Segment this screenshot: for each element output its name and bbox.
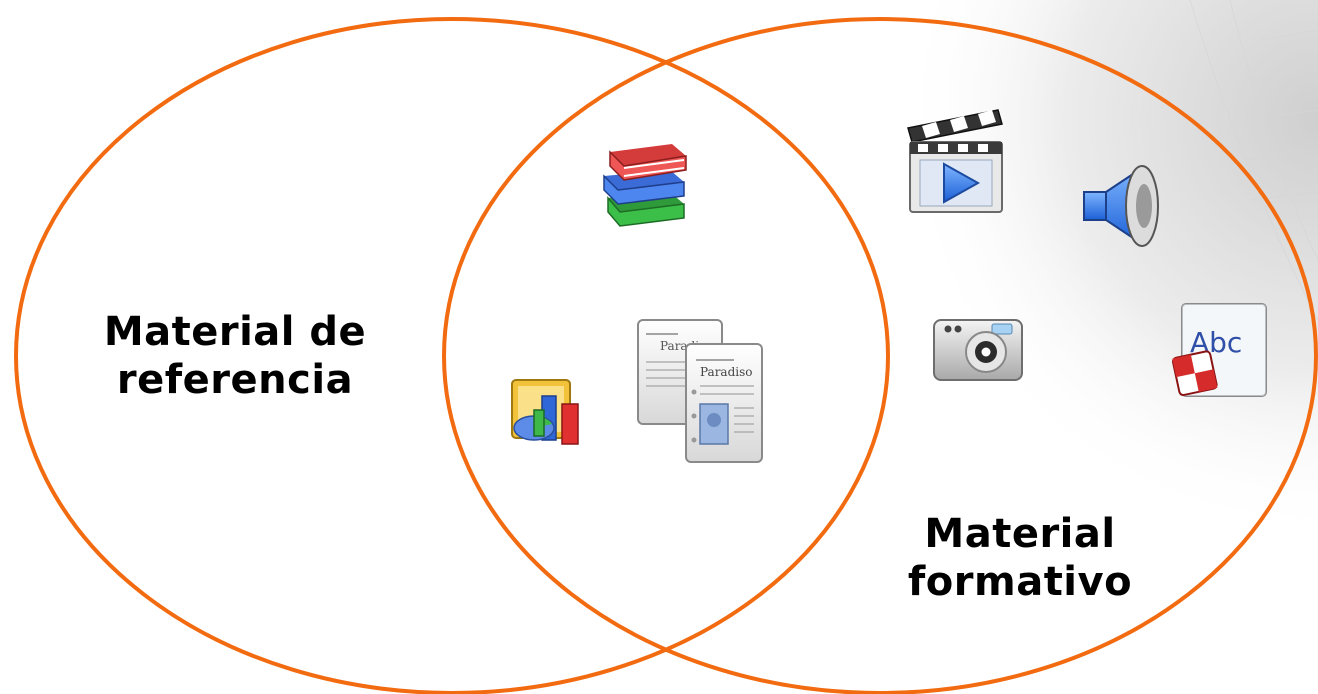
left-set-label: Material de referencia bbox=[70, 308, 400, 404]
documents-icon: Paradiso Paradiso bbox=[637, 319, 763, 463]
text-editor-icon: Abc bbox=[1172, 303, 1267, 397]
books-icon bbox=[603, 144, 687, 227]
right-set-label-line-1: Material bbox=[924, 511, 1116, 557]
left-set-circle bbox=[14, 17, 890, 694]
right-set-label-line-2: formativo bbox=[907, 559, 1133, 605]
left-set-label-line-1: Material de bbox=[103, 309, 367, 355]
right-set-label: Material formativo bbox=[860, 510, 1180, 606]
speaker-audio-icon bbox=[1083, 165, 1159, 247]
camera-icon bbox=[933, 319, 1023, 381]
left-set-label-line-2: referencia bbox=[116, 357, 354, 403]
right-set-circle bbox=[442, 17, 1318, 694]
background-grid bbox=[1189, 0, 1318, 321]
clapperboard-video-icon bbox=[907, 109, 1003, 213]
paradiso-title-front: Paradiso bbox=[700, 365, 752, 379]
chart-icon bbox=[511, 379, 579, 445]
